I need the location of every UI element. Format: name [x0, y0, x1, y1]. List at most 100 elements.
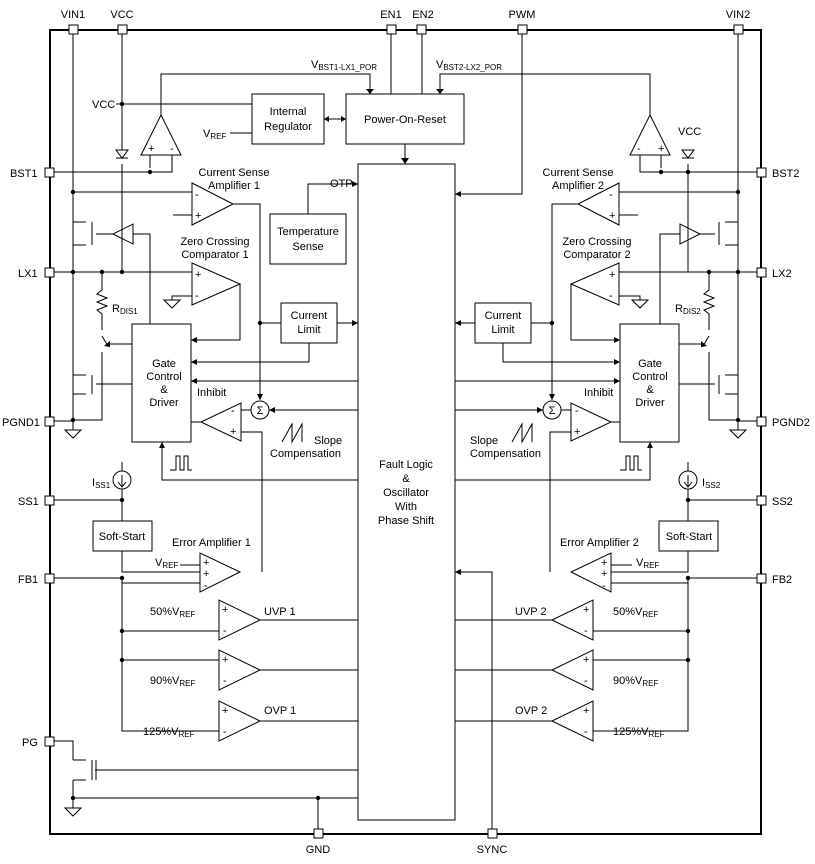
ovp-comparator-2-plus: + — [583, 705, 589, 717]
csa1-line2: Amplifier 1 — [208, 180, 260, 192]
ea1-vref-main: V — [155, 557, 163, 569]
arrow-heads — [104, 89, 707, 575]
por-amp-2-minus: - — [637, 143, 641, 155]
rdis1-sub: DIS1 — [120, 307, 138, 316]
current-sense-amp-1-plus: + — [195, 210, 201, 222]
vref-regulator-main: V — [203, 128, 211, 140]
slope-comp-1-line1: Slope — [314, 435, 342, 447]
pg-comparator-2-plus: + — [583, 654, 589, 666]
slope-comp-2-line1: Slope — [470, 435, 498, 447]
clock-pulse-2-icon — [620, 455, 642, 471]
gate-control-1-line2: Control — [146, 371, 181, 383]
iss1-main: I — [92, 477, 95, 489]
pin-bst1: BST1 — [10, 167, 55, 180]
gate-control-1-line4: Driver — [149, 397, 179, 409]
csa2-line1: Current Sense — [543, 167, 614, 179]
pct125-left-label: 125%VREF — [143, 726, 195, 739]
current-source-1 — [112, 470, 132, 490]
pin-pgnd2-label: PGND2 — [772, 417, 810, 429]
pin-pwm-label: PWM — [509, 9, 536, 21]
pin-fb1: FB1 — [18, 573, 55, 586]
error-amp-2-label: Error Amplifier 2 — [560, 537, 639, 549]
por-amp-1-plus: + — [148, 143, 154, 155]
pwm-comparator-1-plus: + — [230, 426, 236, 438]
error-amp-2-plus1: + — [601, 557, 607, 569]
pg-comparator-2-minus: - — [584, 675, 588, 687]
ea2-vref-sub: REF — [643, 561, 659, 570]
error-amp-1-minus: - — [204, 580, 208, 592]
rdis2-main: R — [675, 303, 683, 315]
temperature-sense-block: Temperature Sense — [269, 213, 347, 265]
summing-node-2: Σ — [542, 400, 562, 420]
pct50-left-sub: REF — [179, 610, 195, 619]
gate-control-2-line3: & — [646, 384, 654, 396]
current-limit-1-line1: Current — [291, 310, 328, 322]
pg-comparator-1: + - — [218, 649, 262, 691]
pin-ss2: SS2 — [756, 495, 793, 508]
ovp1-label: OVP 1 — [264, 705, 296, 717]
por-amp-2-plus: + — [658, 143, 664, 155]
vbst2-por-sub: BST2-LX2_POR — [443, 63, 502, 72]
vbst2-por-label: VBST2-LX2_POR — [436, 59, 502, 72]
pin-en1-label: EN1 — [380, 9, 401, 21]
bootstrap-diode-1 — [115, 149, 129, 159]
pin-pgnd1-label: PGND1 — [2, 417, 40, 429]
gate-control-1-line1: Gate — [152, 358, 176, 370]
pct90-right-main: 90%V — [613, 675, 643, 687]
pin-vcc-label: VCC — [110, 9, 133, 21]
uvp2-label: UVP 2 — [515, 606, 547, 618]
pct50-left-label: 50%VREF — [150, 606, 195, 619]
pct90-left-main: 90%V — [150, 675, 180, 687]
zero-crossing-comp-2-plus: + — [609, 269, 615, 281]
internal-regulator-line2: Regulator — [264, 121, 312, 133]
zcc1-line1: Zero Crossing — [180, 236, 249, 248]
vcc-left-label: VCC — [92, 99, 115, 111]
gate-control-1-line3: & — [160, 384, 168, 396]
inhibit-1-label: Inhibit — [197, 387, 226, 399]
ovp-comparator-1: + - — [218, 700, 262, 742]
zcc2-line2: Comparator 2 — [563, 249, 630, 261]
error-amp-1-plus2: + — [203, 568, 209, 580]
pin-fb1-label: FB1 — [18, 574, 38, 586]
pct90-right-sub: REF — [642, 679, 658, 688]
ea1-vref-label: VREF — [155, 557, 178, 570]
slope-comp-1-line2: Compensation — [270, 448, 341, 460]
pct50-right-sub: REF — [642, 610, 658, 619]
power-on-reset-block: Power-On-Reset — [345, 93, 465, 145]
uvp-comparator-1-minus: - — [223, 625, 227, 637]
otp-label: OTP — [330, 178, 353, 190]
pct90-left-label: 90%VREF — [150, 675, 195, 688]
pin-pg-label: PG — [22, 737, 38, 749]
slope-ramp-2-icon — [511, 422, 533, 444]
ground-symbol-pg — [63, 807, 83, 817]
ea2-vref-main: V — [636, 557, 644, 569]
pin-lx2: LX2 — [756, 267, 792, 280]
uvp-comparator-1-plus: + — [222, 604, 228, 616]
current-sense-amp-2-minus: - — [609, 189, 613, 201]
temperature-sense-line2: Sense — [292, 241, 323, 253]
pin-bst1-label: BST1 — [10, 168, 38, 180]
ground-symbol-pgnd2 — [728, 429, 748, 439]
zero-crossing-comp-1-plus: + — [195, 269, 201, 281]
pwm-comparator-2-plus: + — [574, 426, 580, 438]
ea1-vref-sub: REF — [162, 561, 178, 570]
pin-pgnd2: PGND2 — [756, 416, 810, 429]
gate-control-2-line4: Driver — [635, 397, 665, 409]
current-limit-1-line2: Limit — [297, 324, 320, 336]
clock-pulse-1-icon — [170, 455, 192, 471]
iss2-sub: SS2 — [705, 481, 721, 490]
gate-control-2-line2: Control — [632, 371, 667, 383]
vbst2-por-main: V — [436, 59, 444, 71]
rdis2-label: RDIS2 — [675, 303, 701, 316]
pin-ss1: SS1 — [18, 495, 55, 508]
pin-gnd-label: GND — [306, 844, 331, 856]
vbst1-por-main: V — [311, 59, 319, 71]
uvp-comparator-2-plus: + — [583, 604, 589, 616]
current-source-2 — [678, 470, 698, 490]
gate-control-2-line1: Gate — [638, 358, 662, 370]
pwm-comparator-2-minus: - — [575, 405, 579, 417]
ground-symbol-zcc2 — [630, 299, 650, 309]
soft-start-2-block: Soft-Start — [658, 520, 719, 552]
pct50-right-main: 50%V — [613, 606, 643, 618]
